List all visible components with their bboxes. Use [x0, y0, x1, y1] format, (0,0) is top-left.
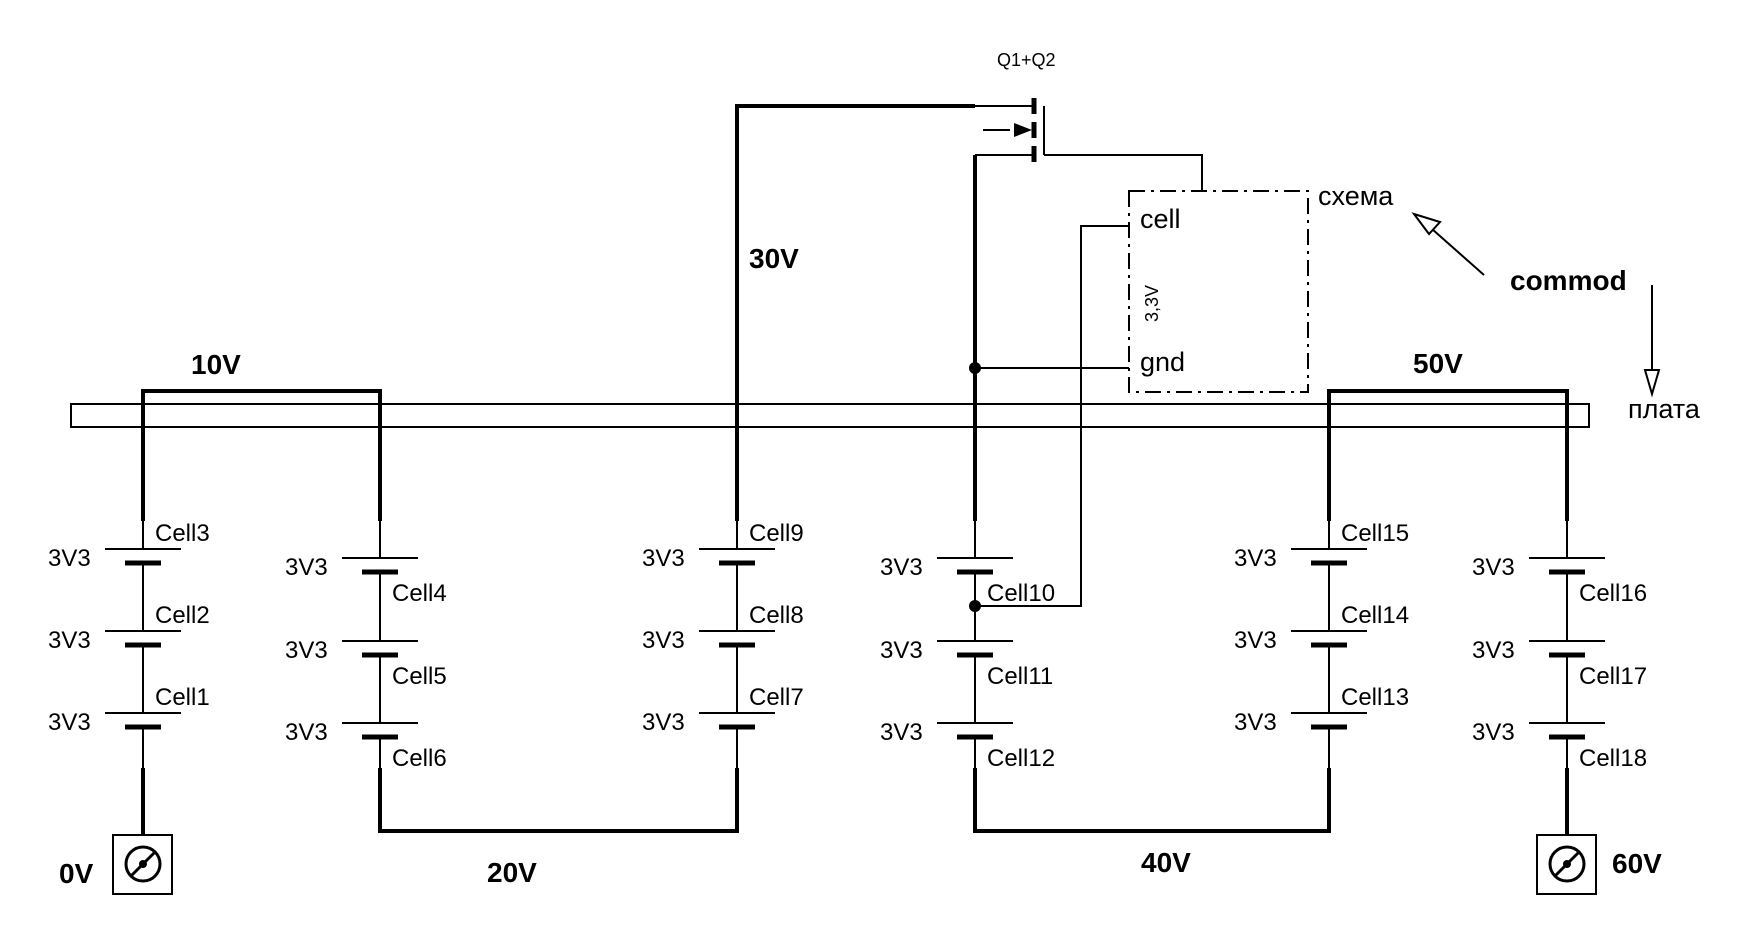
cell-voltage-label: 3V3 [1472, 554, 1515, 581]
arrow-commod-to-plate [1643, 285, 1661, 398]
voltage-label-40v: 40V [1141, 847, 1191, 878]
battery-cell-cell14: 3V3 Cell14 [1234, 602, 1409, 654]
transistor-label: Q1+Q2 [997, 50, 1056, 70]
battery-cell-cell15: 3V3 Cell15 [1234, 520, 1409, 572]
cell-voltage-label: 3V3 [1234, 627, 1277, 654]
board-plate [70, 403, 1590, 428]
battery-cell-cell3: 3V3 Cell3 [48, 520, 210, 572]
cell-name-label: Cell15 [1341, 520, 1409, 547]
wire-50v [1327, 389, 1569, 521]
cell-voltage-label: 3V3 [1234, 545, 1277, 572]
commod-label: commod [1510, 265, 1627, 296]
cell-voltage-label: 3V3 [1234, 709, 1277, 736]
arrow-commod-to-module [1411, 212, 1485, 276]
voltage-label-10v: 10V [191, 349, 241, 380]
cell-voltage-label: 3V3 [1472, 637, 1515, 664]
cell-voltage-label: 3V3 [48, 627, 91, 654]
cell-name-label: Cell10 [987, 580, 1055, 607]
cell-name-label: Cell12 [987, 745, 1055, 772]
voltage-label-50v: 50V [1413, 348, 1463, 379]
cell-voltage-label: 3V3 [285, 554, 328, 581]
cell-voltage-label: 3V3 [642, 545, 685, 572]
battery-cell-cell8: 3V3 Cell8 [642, 602, 804, 654]
cell-name-label: Cell1 [155, 684, 210, 711]
plate-label: плата [1628, 394, 1701, 424]
battery-cell-cell9: 3V3 Cell9 [642, 520, 804, 572]
wire-20v [378, 768, 739, 833]
terminal-0v [112, 834, 173, 895]
cell-name-label: Cell16 [1579, 580, 1647, 607]
cell-name-label: Cell7 [749, 684, 804, 711]
battery-cell-cell7: 3V3 Cell7 [642, 684, 804, 736]
terminal-60v [1536, 834, 1597, 895]
cell-voltage-label: 3V3 [285, 719, 328, 746]
battery-cell-cell13: 3V3 Cell13 [1234, 684, 1409, 736]
module-pin-cell: cell [1140, 204, 1181, 234]
cell-name-label: Cell11 [987, 663, 1053, 690]
cell-name-label: Cell18 [1579, 745, 1647, 772]
cell-name-label: Cell5 [392, 663, 447, 690]
cell-voltage-label: 3V3 [880, 637, 923, 664]
wire-40v [973, 768, 1331, 833]
module-pin-gnd: gnd [1140, 347, 1185, 377]
battery-cell-cell1: 3V3 Cell1 [48, 684, 210, 736]
control-module-box [1128, 190, 1309, 393]
cell-voltage-label: 3V3 [285, 637, 328, 664]
cell-name-label: Cell2 [155, 602, 210, 629]
junction-gnd [969, 362, 981, 374]
transistor-q1-q2 [975, 98, 1203, 191]
battery-cell-cell2: 3V3 Cell2 [48, 602, 210, 654]
cell-voltage-label: 3V3 [1472, 719, 1515, 746]
cell-name-label: Cell6 [392, 745, 447, 772]
voltage-label-60v: 60V [1612, 848, 1662, 879]
voltage-label-30v: 30V [749, 243, 799, 274]
wire-10v [141, 389, 382, 521]
voltage-label-20v: 20V [487, 857, 537, 888]
cell-voltage-label: 3V3 [48, 709, 91, 736]
module-supply-label: 3,3V [1142, 285, 1162, 322]
cell-name-label: Cell8 [749, 602, 804, 629]
battery-cells: 3V3Cell33V3Cell23V3Cell13V3Cell43V3Cell5… [48, 520, 1647, 772]
cell-voltage-label: 3V3 [642, 709, 685, 736]
cell-name-label: Cell13 [1341, 684, 1409, 711]
cell-voltage-label: 3V3 [880, 554, 923, 581]
cell-voltage-label: 3V3 [880, 719, 923, 746]
cell-voltage-label: 3V3 [642, 627, 685, 654]
wire-cell-sense [975, 225, 1129, 607]
module-name-label: схема [1318, 181, 1394, 211]
cell-name-label: Cell14 [1341, 602, 1409, 629]
cell-voltage-label: 3V3 [48, 545, 91, 572]
cell-name-label: Cell9 [749, 520, 804, 547]
cell-name-label: Cell4 [392, 580, 447, 607]
voltage-label-0v: 0V [59, 858, 94, 889]
wire-30v [735, 104, 975, 521]
cell-name-label: Cell3 [155, 520, 210, 547]
cell-name-label: Cell17 [1579, 663, 1647, 690]
